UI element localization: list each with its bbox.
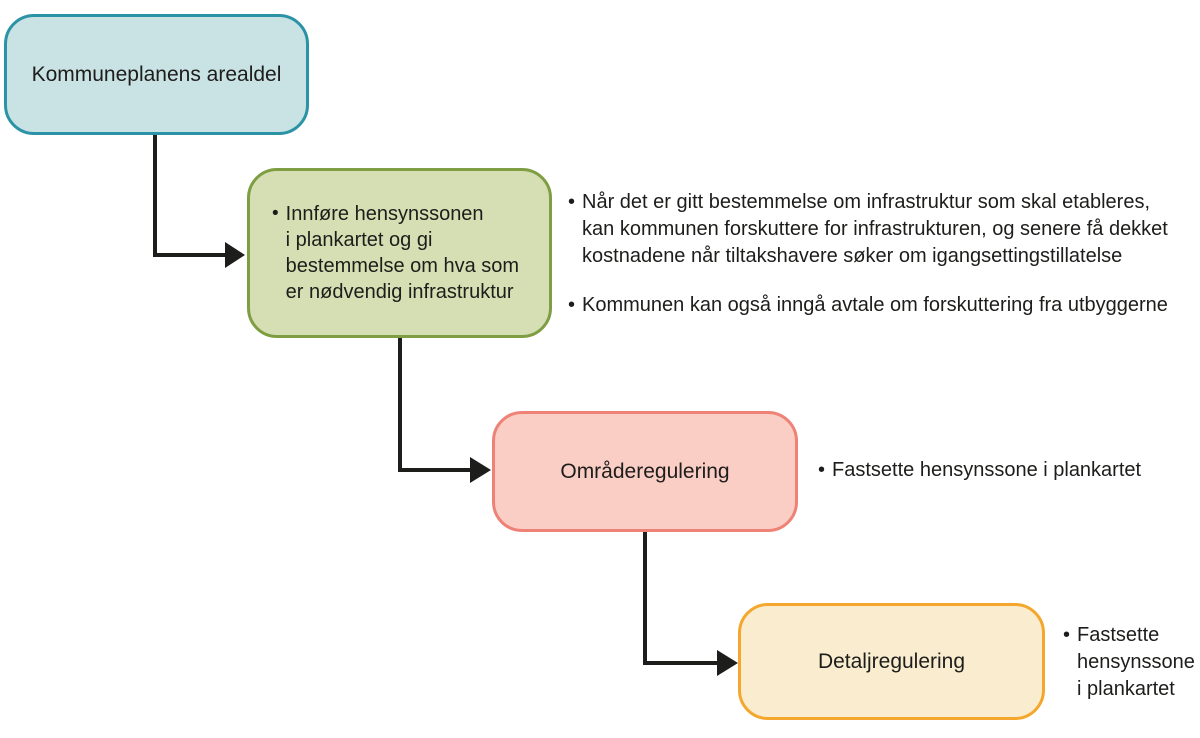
node-hensynssone-bestemmelse: • Innføre hensynssonen i plankartet og g… — [247, 168, 552, 338]
node-label: Detaljregulering — [817, 649, 966, 673]
note-item: • Fastsette hensynssone i plankartet — [1063, 622, 1195, 703]
node-label: Områderegulering — [560, 459, 730, 483]
bullet-icon: • — [272, 203, 279, 224]
bullet-icon: • — [568, 191, 576, 213]
node-bullet-text: Innføre hensynssonen i plankartet og gi … — [285, 203, 520, 303]
note-text: Når det er gitt bestemmelse om infrastru… — [582, 191, 1168, 267]
bullet-icon: • — [568, 294, 576, 316]
node-label: Kommuneplanens arealdel — [31, 62, 282, 86]
annotation-omraaderegulering-note: • Fastsette hensynssone i plankartet — [818, 457, 1141, 484]
annotation-detaljregulering-note: • Fastsette hensynssone i plankartet — [1063, 622, 1195, 703]
node-bullet-row: • Innføre hensynssonen i plankartet og g… — [272, 201, 519, 305]
note-item: • Fastsette hensynssone i plankartet — [818, 457, 1141, 484]
node-omraaderegulering: Områderegulering — [492, 411, 798, 532]
arrow-hensynssone-to-omraaderegulering — [398, 338, 491, 483]
arrow-kommuneplan-to-hensynssone — [153, 135, 245, 268]
note-text: Kommunen kan også inngå avtale om forsku… — [582, 294, 1168, 316]
note-text: Fastsette hensynssone i plankartet — [1077, 624, 1195, 700]
node-kommuneplanens-arealdel: Kommuneplanens arealdel — [4, 14, 309, 135]
node-detaljregulering: Detaljregulering — [738, 603, 1045, 720]
bullet-icon: • — [1063, 624, 1071, 646]
arrow-omraaderegulering-to-detaljregulering — [643, 532, 738, 676]
bullet-icon: • — [818, 459, 826, 481]
note-item: • Kommunen kan også inngå avtale om fors… — [568, 292, 1168, 319]
note-text: Fastsette hensynssone i plankartet — [832, 459, 1142, 481]
note-item: • Når det er gitt bestemmelse om infrast… — [568, 189, 1168, 270]
annotation-hensynssone-notes: • Når det er gitt bestemmelse om infrast… — [568, 189, 1168, 319]
